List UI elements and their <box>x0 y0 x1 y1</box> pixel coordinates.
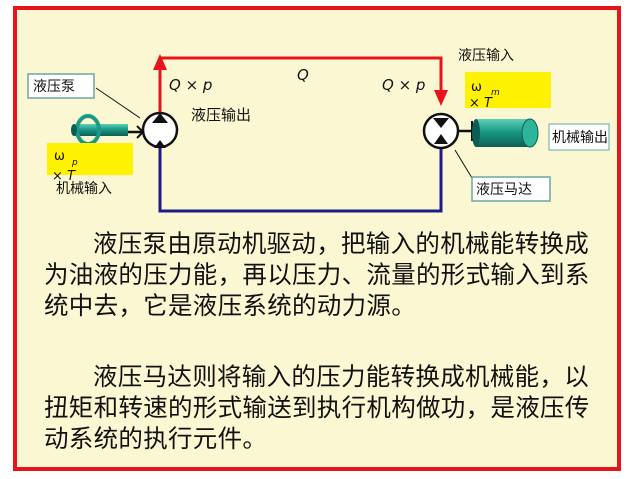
times-t-p: × T <box>52 169 76 184</box>
motor-symbol <box>422 112 473 150</box>
pump-symbol <box>128 111 179 149</box>
input-shaft-icon <box>71 114 128 146</box>
pump-callout-box <box>27 73 95 99</box>
motor-callout-box <box>471 176 551 202</box>
omega-m-symbol: ω <box>471 80 482 95</box>
pump-outlet-arrow <box>153 54 167 70</box>
flow-label: Q <box>297 66 309 84</box>
product-left-label: Q × p <box>169 76 212 94</box>
pump-output-label: 液压输出 <box>191 106 251 124</box>
motor-inlet-arrow <box>434 90 448 106</box>
circuit-pipes <box>153 54 448 213</box>
motor-input-label: 液压输入 <box>458 48 514 64</box>
output-motor-cylinder-icon <box>472 118 539 148</box>
omega-p-subscript: p <box>71 158 78 168</box>
pump-label: 液压泵 <box>33 79 75 95</box>
omega-p-symbol: ω <box>54 149 65 164</box>
high-pressure-line <box>158 56 443 112</box>
hydraulic-diagram: 液压泵 液压输出 Q Q × p Q × p 液压输入 液压马达 机械输出 机械… <box>27 48 610 213</box>
pump-callout-pointer <box>95 87 141 119</box>
omega-m-subscript: m <box>491 88 500 98</box>
mechanical-output-box <box>548 123 610 151</box>
motor-callout-pointer <box>454 149 473 179</box>
mechanical-output-label: 机械输出 <box>552 130 608 146</box>
paragraph-pump: 液压泵由原动机驱动，把输入的机械能转换成为油液的压力能，再以压力、流量的形式输入… <box>44 229 590 320</box>
motor-omega-highlight <box>465 72 551 108</box>
pump-omega-highlight <box>47 143 133 175</box>
return-line <box>158 148 443 213</box>
motor-label: 液压马达 <box>476 182 532 198</box>
paragraph-motor: 液压马达则将输入的压力能转换成机械能，以扭矩和转速的形式输送到执行机构做功，是液… <box>44 362 590 453</box>
mechanical-input-label: 机械输入 <box>56 181 112 197</box>
times-t-m: × T <box>469 96 493 111</box>
product-right-label: Q × p <box>382 76 425 94</box>
